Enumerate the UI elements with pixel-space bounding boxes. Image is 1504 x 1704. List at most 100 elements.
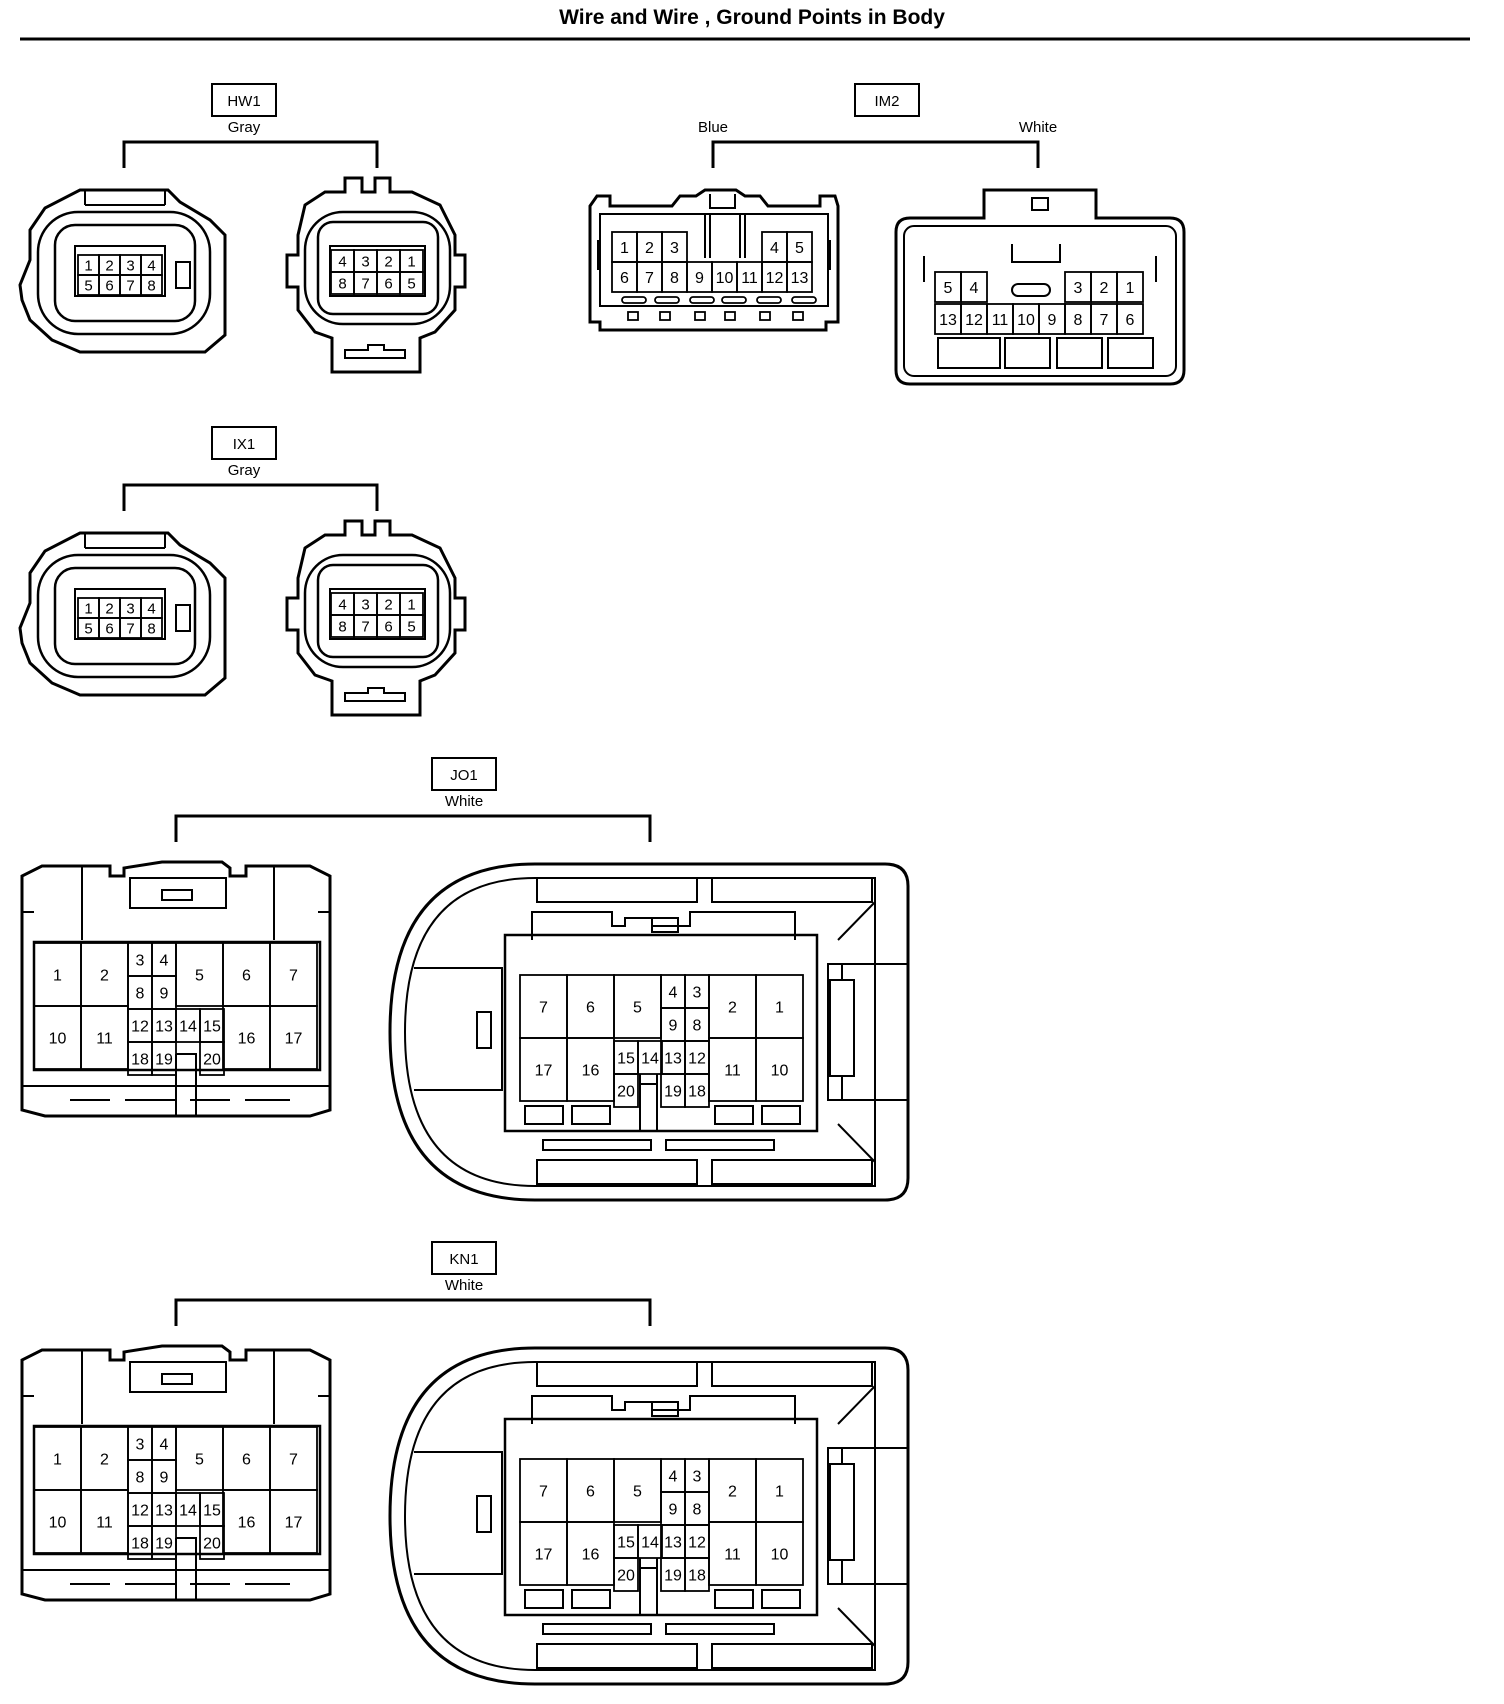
pin-number: 16 (582, 1546, 600, 1563)
pin-number: 6 (105, 277, 113, 294)
pin-number: 8 (136, 1469, 145, 1486)
pin-number: 1 (53, 1451, 62, 1468)
pin-number: 2 (384, 596, 392, 613)
pin-number: 6 (384, 618, 392, 635)
pin-number: 13 (155, 1502, 173, 1519)
pin-number: 19 (664, 1083, 682, 1100)
connector-code: HW1 (227, 93, 260, 110)
pin-number: 19 (155, 1535, 173, 1552)
pin-number: 12 (131, 1502, 149, 1519)
pin-number: 1 (1126, 280, 1135, 297)
pin-number: 18 (688, 1083, 706, 1100)
connector-color-label: Gray (228, 462, 261, 479)
pin-number: 18 (131, 1051, 149, 1068)
pin-cell (755, 1521, 804, 1586)
pin-number: 11 (96, 1514, 113, 1531)
connector-color-label: Blue (698, 119, 728, 136)
pin-number: 4 (338, 253, 346, 270)
pin-number: 7 (1100, 312, 1109, 329)
latch-tab (721, 296, 747, 304)
pin-cell (613, 1557, 639, 1592)
connector-code-box (431, 757, 497, 791)
pin-number: 7 (361, 618, 369, 635)
pin-number: 11 (724, 1062, 741, 1079)
connector-code-box (431, 1241, 497, 1275)
pin-number: 1 (775, 999, 784, 1016)
pin-number: 15 (203, 1502, 221, 1519)
pin-number: 2 (105, 257, 113, 274)
bracket-line (122, 483, 379, 511)
pin-number: 9 (669, 1017, 678, 1034)
connector-color-label: Gray (228, 119, 261, 136)
pin-number: 5 (633, 1483, 642, 1500)
pin-number: 12 (766, 270, 784, 287)
pin-number: 13 (155, 1018, 173, 1035)
latch-tab (654, 296, 680, 304)
pin-number: 14 (179, 1502, 197, 1519)
pin-number: 7 (289, 1451, 298, 1468)
key-slot (639, 1074, 658, 1131)
key-slot (639, 1558, 658, 1615)
pin-number: 13 (664, 1050, 682, 1067)
pin-number: 17 (535, 1546, 553, 1563)
pin-number: 18 (131, 1535, 149, 1552)
bracket-line (174, 814, 652, 842)
pin-number: 4 (338, 596, 346, 613)
pin-number: 4 (970, 280, 979, 297)
bracket-line (174, 1298, 652, 1326)
pin-number: 20 (617, 1567, 635, 1584)
pin-number: 11 (741, 270, 758, 287)
connector-code-box (211, 426, 277, 460)
pin-number: 2 (100, 967, 109, 984)
pin-cell (140, 617, 163, 639)
pin-number: 5 (84, 620, 92, 637)
pin-cell (199, 1525, 225, 1560)
pin-number: 8 (338, 618, 346, 635)
pin-number: 1 (53, 967, 62, 984)
pin-number: 1 (620, 240, 629, 257)
latch-tab (792, 311, 804, 321)
pin-number: 6 (384, 275, 392, 292)
pin-number: 3 (670, 240, 679, 257)
latch-tab (756, 296, 782, 304)
pin-number: 11 (992, 312, 1009, 329)
pin-number: 4 (770, 240, 779, 257)
latch-tab (759, 311, 771, 321)
pin-number: 9 (160, 1469, 169, 1486)
pin-number: 6 (1126, 312, 1135, 329)
pin-number: 8 (338, 275, 346, 292)
pin-number: 13 (664, 1534, 682, 1551)
pin-number: 13 (791, 270, 809, 287)
pin-number: 10 (771, 1062, 789, 1079)
pin-number: 16 (582, 1062, 600, 1079)
pin-number: 6 (620, 270, 629, 287)
pin-number: 19 (664, 1567, 682, 1584)
pin-number: 8 (1074, 312, 1083, 329)
pin-cell (269, 1489, 318, 1554)
pin-cell (755, 1037, 804, 1102)
pin-number: 13 (939, 312, 957, 329)
pin-number: 2 (384, 253, 392, 270)
pin-number: 17 (285, 1030, 303, 1047)
pin-number: 10 (49, 1514, 67, 1531)
pin-cell (399, 614, 424, 638)
key-slot (175, 1537, 197, 1600)
pin-number: 16 (238, 1514, 256, 1531)
connector-code-box (211, 83, 277, 117)
pin-number: 11 (96, 1030, 113, 1047)
